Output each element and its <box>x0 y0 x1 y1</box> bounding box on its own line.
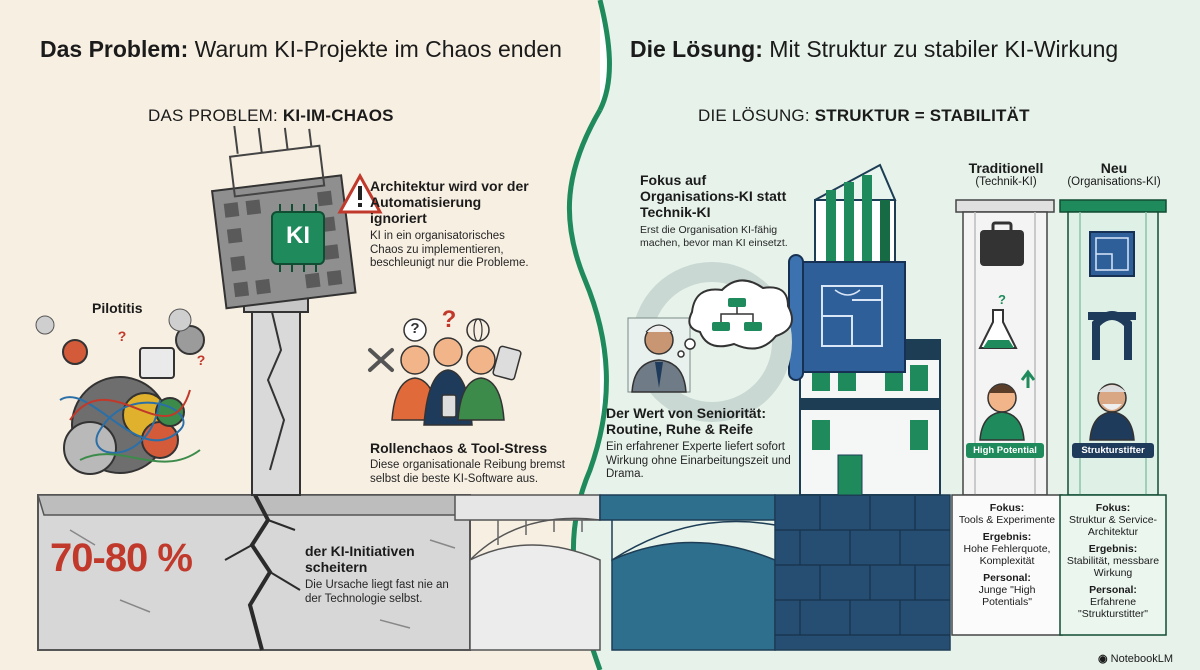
problem-section-bold: KI-IM-CHAOS <box>282 106 394 125</box>
focus-title: Fokus auf Organisations-KI statt Technik… <box>640 172 787 220</box>
briefcase-icon <box>980 230 1024 266</box>
seniority-callout: Der Wert von Seniorität: Routine, Ruhe &… <box>606 405 796 482</box>
traditional-staff-value: Junge "High Potentials" <box>978 584 1036 608</box>
traditional-header: Traditionell (Technik-KI) <box>948 160 1064 188</box>
flask-icon <box>978 309 1018 349</box>
question-mark-icon-2: ? <box>117 328 127 344</box>
pilotitis-label: Pilotitis <box>92 300 143 316</box>
new-result-label: Ergebnis: <box>1088 543 1138 555</box>
new-title: Neu <box>1100 160 1128 176</box>
traditional-focus-label: Fokus: <box>989 502 1025 514</box>
role-chaos-title: Rollenchaos & Tool-Stress <box>370 440 548 456</box>
notebooklm-logo: ◉ NotebookLM <box>1098 652 1173 665</box>
gear-cluster <box>59 325 205 475</box>
seniority-text: Ein erfahrener Experte liefert sofort Wi… <box>606 441 791 480</box>
crack <box>247 494 273 651</box>
architecture-text: KI in ein organisatorisches Chaos zu imp… <box>370 230 529 269</box>
solution-section-bold: STRUKTUR = STABILITÄT <box>814 106 1030 125</box>
role-chaos-text: Diese organisationale Reibung bremst sel… <box>370 459 565 485</box>
problem-header-rest: Warum KI-Projekte im Chaos enden <box>188 36 562 62</box>
traditional-subtitle: (Technik-KI) <box>975 176 1037 188</box>
notebooklm-icon: ◉ <box>1098 653 1108 665</box>
people-group <box>368 318 522 426</box>
new-focus-value: Struktur & Service-Architektur <box>1068 514 1158 538</box>
new-staff-value: Erfahrene "Strukturstitter" <box>1078 596 1148 620</box>
ki-badge: KI <box>286 222 310 249</box>
failure-rate-value: 70-80 % <box>50 536 193 580</box>
strukturstifter-tag: Strukturstifter <box>1072 443 1154 458</box>
solution-section-title: DIE LÖSUNG: STRUKTUR = STABILITÄT <box>698 106 1030 126</box>
new-focus-label: Fokus: <box>1095 502 1131 514</box>
ki-chip <box>271 211 325 265</box>
problem-header: Das Problem: Warum KI-Projekte im Chaos … <box>40 36 562 63</box>
notebooklm-label: NotebookLM <box>1110 653 1174 665</box>
focus-callout: Fokus auf Organisations-KI statt Technik… <box>640 172 790 249</box>
problem-section-prefix: DAS PROBLEM: <box>148 106 283 125</box>
new-staff-label: Personal: <box>1089 584 1137 596</box>
failure-rate-callout: der KI-Initiativen scheitern Die Ursache… <box>305 543 455 606</box>
architecture-title: Architektur wird vor der Automatisierung… <box>370 178 529 226</box>
traditional-result-label: Ergebnis: <box>982 531 1032 543</box>
solution-section-prefix: DIE LÖSUNG: <box>698 106 815 125</box>
traditional-focus-value: Tools & Experimente <box>958 514 1056 526</box>
failure-rate-title: der KI-Initiativen scheitern <box>305 543 415 575</box>
new-header: Neu (Organisations-KI) <box>1056 160 1172 188</box>
traditional-details: Fokus: Tools & Experimente Ergebnis: Hoh… <box>954 502 1060 608</box>
new-subtitle: (Organisations-KI) <box>1067 176 1161 188</box>
thought-bubble <box>677 279 793 358</box>
solution-header: Die Lösung: Mit Struktur zu stabiler KI-… <box>630 36 1118 63</box>
new-details: Fokus: Struktur & Service-Architektur Er… <box>1061 502 1165 620</box>
solution-header-rest: Mit Struktur zu stabiler KI-Wirkung <box>762 36 1119 62</box>
problem-header-bold: Das Problem: <box>40 36 189 62</box>
focus-text: Erst die Organisation KI-fähig machen, b… <box>640 224 788 249</box>
role-chaos-callout: Rollenchaos & Tool-Stress Diese organisa… <box>370 440 570 486</box>
solution-header-bold: Die Lösung: <box>630 36 763 62</box>
red-question-mark-icon: ? <box>441 306 457 333</box>
arch-icon <box>1092 311 1132 360</box>
architecture-callout: Architektur wird vor der Automatisierung… <box>370 178 530 271</box>
right-foundation <box>774 494 951 651</box>
blueprint-scroll <box>788 254 906 381</box>
seniority-title: Der Wert von Seniorität: Routine, Ruhe &… <box>606 405 766 437</box>
traditional-title: Traditionell <box>968 160 1044 176</box>
new-result-value: Stabilität, messbare Wirkung <box>1066 555 1160 579</box>
traditional-result-value: Hohe Fehlerquote, Komplexität <box>963 543 1051 567</box>
high-potential-tag: High Potential <box>966 443 1044 458</box>
question-mark-icon: ? <box>410 320 420 337</box>
traditional-staff-label: Personal: <box>983 572 1031 584</box>
problem-section-title: DAS PROBLEM: KI-IM-CHAOS <box>148 106 394 126</box>
green-question-mark-icon: ? <box>998 292 1006 307</box>
failure-rate-text: Die Ursache liegt fast nie an der Techno… <box>305 579 449 605</box>
right-bridge <box>599 494 776 521</box>
question-mark-icon-3: ? <box>196 352 206 368</box>
